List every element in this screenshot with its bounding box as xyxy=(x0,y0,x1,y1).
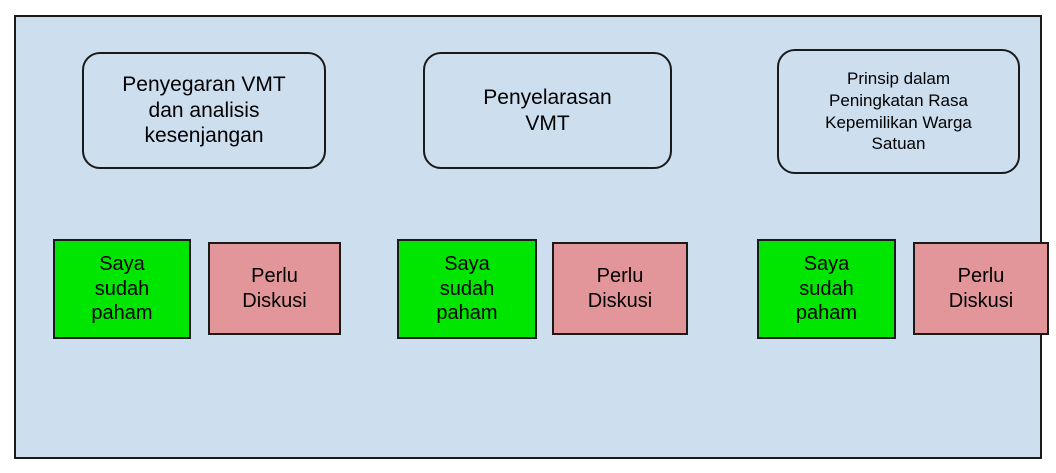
topic-box-3: Prinsip dalam Peningkatan Rasa Kepemilik… xyxy=(777,49,1020,174)
understood-button-1[interactable]: Saya sudah paham xyxy=(53,239,191,339)
understood-button-2[interactable]: Saya sudah paham xyxy=(397,239,537,339)
discussion-button-1[interactable]: Perlu Diskusi xyxy=(208,242,341,335)
understood-button-3[interactable]: Saya sudah paham xyxy=(757,239,896,339)
topic-box-1: Penyegaran VMT dan analisis kesenjangan xyxy=(82,52,326,169)
discussion-button-2[interactable]: Perlu Diskusi xyxy=(552,242,688,335)
activity-panel: Penyegaran VMT dan analisis kesenjangan … xyxy=(14,15,1049,459)
topic-box-2: Penyelarasan VMT xyxy=(423,52,672,169)
discussion-button-3[interactable]: Perlu Diskusi xyxy=(913,242,1049,335)
